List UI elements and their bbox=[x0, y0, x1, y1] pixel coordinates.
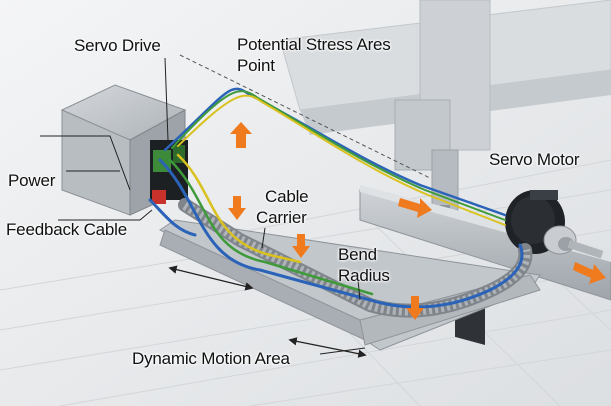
rail-arrow bbox=[398, 198, 432, 218]
label-potential-stress-line1: Potential Stress Ares bbox=[237, 35, 391, 54]
bend-arrow bbox=[406, 296, 424, 320]
carrier-arrow-1 bbox=[228, 196, 246, 220]
label-dynamic-motion-area: Dynamic Motion Area bbox=[132, 349, 290, 368]
label-cable-carrier-line2: Carrier bbox=[256, 208, 307, 227]
motor-arrow bbox=[573, 262, 606, 284]
motion-arrows bbox=[168, 265, 367, 358]
stress-arrow bbox=[230, 122, 252, 148]
servo-drive-box bbox=[60, 84, 188, 216]
cables bbox=[148, 87, 524, 309]
carrier-arrow-2 bbox=[292, 234, 310, 258]
label-cable-carrier-line1: Cable bbox=[265, 187, 309, 206]
orange-arrows bbox=[228, 122, 606, 320]
label-bend-radius-line2: Radius bbox=[338, 266, 390, 285]
label-power: Power bbox=[8, 171, 56, 190]
stress-leader-line bbox=[179, 54, 431, 179]
label-servo-motor: Servo Motor bbox=[489, 150, 580, 169]
label-bend-radius-line1: Bend bbox=[338, 245, 377, 264]
gantry-background bbox=[279, 0, 611, 245]
servo-motor bbox=[455, 190, 604, 345]
label-feedback-cable: Feedback Cable bbox=[6, 220, 127, 239]
label-potential-stress-line2: Point bbox=[237, 56, 275, 75]
label-servo-drive: Servo Drive bbox=[74, 36, 161, 55]
